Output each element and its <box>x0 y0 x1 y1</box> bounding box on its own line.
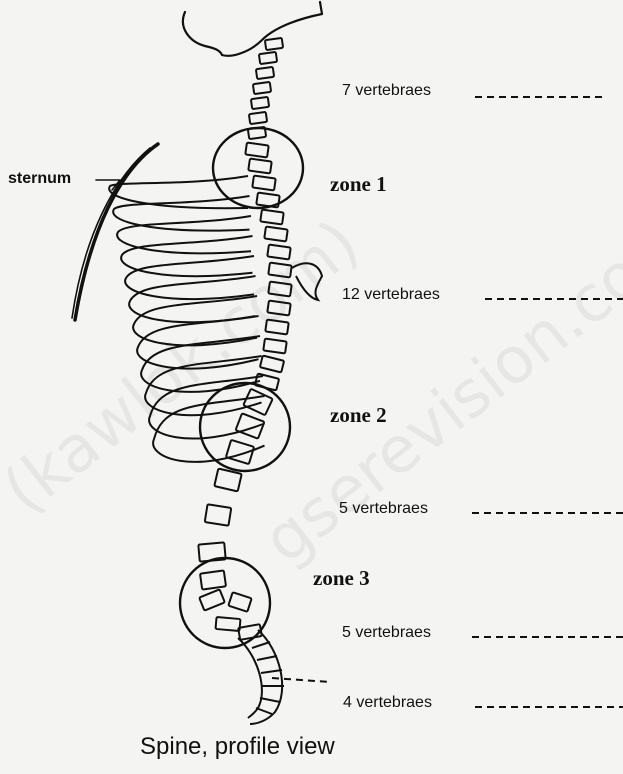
thoracic-vertebra <box>263 339 286 354</box>
sternum-label: sternum <box>8 170 71 188</box>
thoracic-vertebra <box>260 356 284 373</box>
lumbar-count-label: 5 vertebraes <box>339 500 428 518</box>
thoracic-vertebra <box>248 159 271 174</box>
cervical-vertebra <box>265 38 283 50</box>
cervical-vertebra <box>259 52 277 64</box>
cervical-count-label: 7 vertebraes <box>342 82 431 100</box>
sacral-vertebra <box>200 570 226 589</box>
cervical-vertebra <box>249 112 267 124</box>
coccyx-count-label: 4 vertebraes <box>343 694 432 712</box>
sacrum-coccyx-divider <box>272 678 330 682</box>
thoracic-vertebra <box>267 245 290 260</box>
zone-1-label: zone 1 <box>330 172 387 197</box>
thoracic-vertebra <box>267 301 290 316</box>
thoracic-vertebra <box>265 320 288 335</box>
thoracic-vertebra <box>268 263 291 278</box>
skull-outline <box>183 2 322 56</box>
sacral-count-label: 5 vertebraes <box>342 624 431 642</box>
lumbar-vertebra <box>205 504 232 526</box>
sacral-vertebra <box>228 592 251 611</box>
sacral-vertebra <box>216 617 241 631</box>
diagram-caption: Spine, profile view <box>140 733 335 761</box>
rib <box>125 256 254 299</box>
cervical-vertebra <box>256 67 274 79</box>
vertebral-column <box>198 38 291 724</box>
thoracic-vertebra <box>264 227 287 242</box>
zone-3-label: zone 3 <box>313 566 370 591</box>
cervical-vertebra <box>253 82 271 94</box>
cervical-vertebra <box>251 97 269 109</box>
zone-2-circle <box>200 383 290 471</box>
thoracic-vertebra <box>245 143 268 158</box>
thoracic-vertebra <box>260 210 283 225</box>
rib-cage <box>109 176 264 462</box>
spinous-process <box>292 263 322 300</box>
thoracic-count-label: 12 vertebraes <box>342 286 440 304</box>
zone-2-label: zone 2 <box>330 403 387 428</box>
thoracic-vertebra <box>268 282 291 297</box>
lumbar-vertebra <box>214 469 241 492</box>
sacral-vertebra <box>199 589 225 610</box>
lumbar-vertebra <box>243 389 272 415</box>
thoracic-vertebra <box>252 176 275 191</box>
rib <box>133 296 257 345</box>
